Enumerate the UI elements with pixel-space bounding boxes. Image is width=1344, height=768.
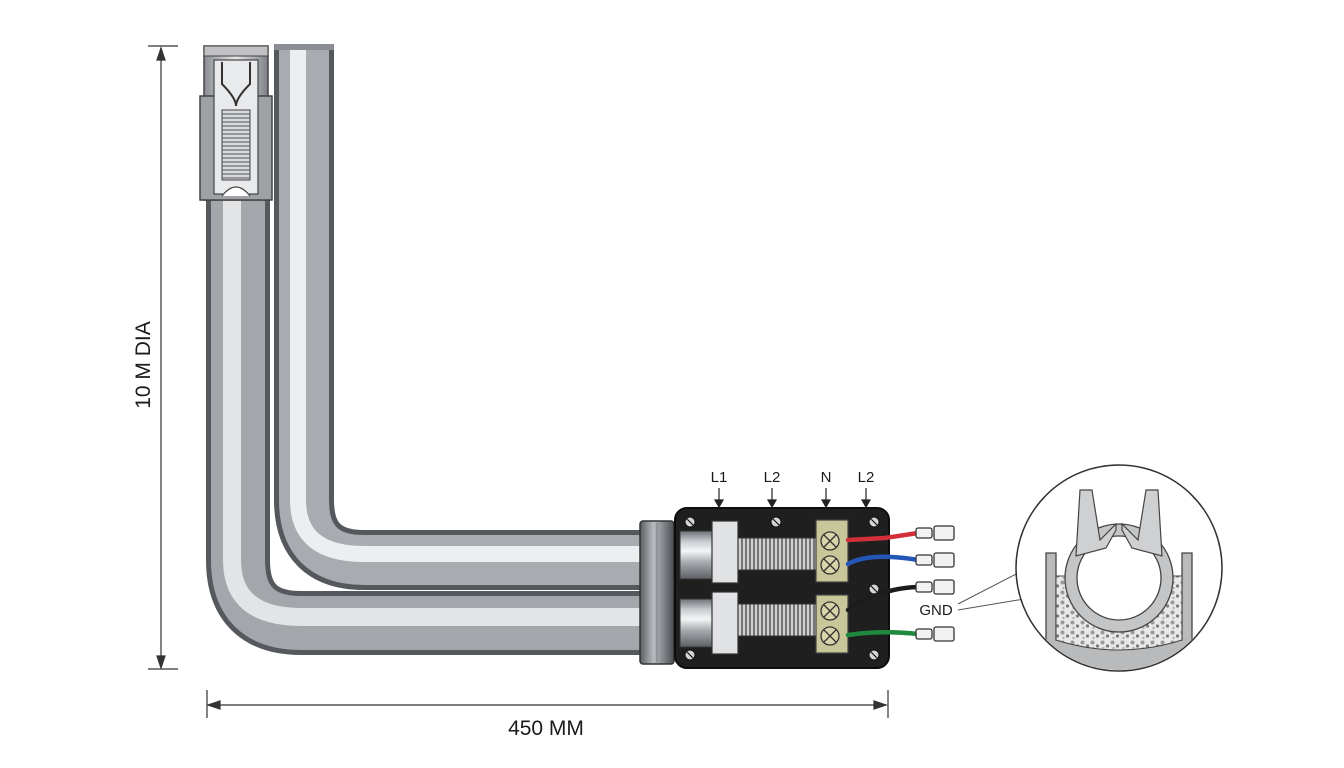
inner-pipe-highlight <box>290 46 645 562</box>
terminal-label-l1: L1 <box>711 469 728 486</box>
cross-section-detail <box>1015 464 1223 672</box>
heating-element-upper <box>679 520 817 584</box>
pipe-end-cap-cutaway <box>199 45 273 201</box>
detail-leader-lines <box>957 569 1031 611</box>
wire-red <box>845 530 921 543</box>
terminal-label-l2: L2 <box>764 469 781 486</box>
lead-wires <box>845 530 921 638</box>
terminal-block-upper <box>815 519 849 583</box>
pipe-collar <box>639 520 675 665</box>
terminal-labels: L1 L2 N L2 <box>711 469 875 509</box>
terminal-label-n: N <box>821 469 832 486</box>
length-dimension-label: 450 MM <box>508 717 584 740</box>
wire-black <box>845 584 921 613</box>
junction-box <box>674 507 890 669</box>
height-dimension <box>148 45 178 670</box>
length-dimension <box>206 690 889 718</box>
terminal-label-l2-second: L2 <box>858 469 875 486</box>
terminal-block-lower <box>815 594 849 654</box>
heating-pipes <box>206 44 645 655</box>
inner-pipe <box>274 46 645 590</box>
wire-green <box>845 629 921 638</box>
ground-label: GND <box>919 602 953 619</box>
inner-pipe-shade <box>279 46 645 585</box>
height-dimension-label: 10 M DIA <box>132 321 155 409</box>
heating-element-lower <box>679 591 817 655</box>
inner-pipe-end <box>274 44 334 50</box>
outer-pipe-highlight <box>223 200 645 626</box>
ring-terminals <box>915 525 955 642</box>
wire-blue <box>845 554 921 567</box>
